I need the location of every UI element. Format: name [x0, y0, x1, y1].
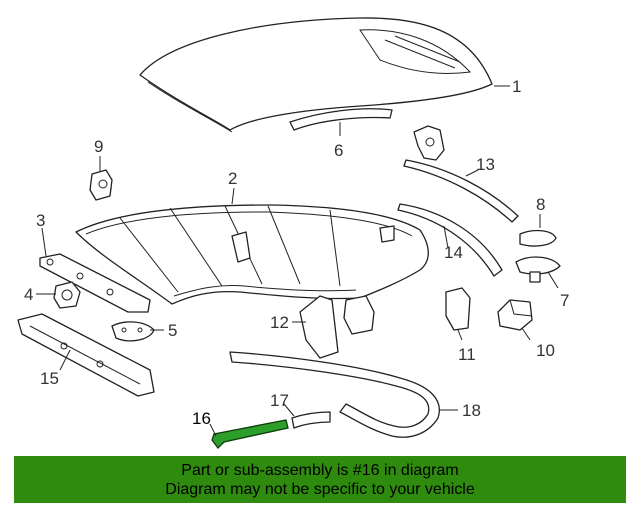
part-7-hinge-cover[interactable] [515, 256, 561, 283]
part-3-linkage[interactable] [39, 253, 151, 313]
part-1-roof-shell[interactable] [139, 17, 493, 133]
callout-18: 18 [462, 401, 481, 420]
banner-line-2: Diagram may not be specific to your vehi… [165, 481, 475, 498]
callout-15: 15 [40, 369, 59, 388]
part-4-bushing[interactable] [53, 281, 81, 309]
callout-17: 17 [270, 391, 289, 410]
callout-3: 3 [36, 211, 45, 230]
callout-5: 5 [168, 321, 177, 340]
part-6-trim-rail[interactable] [289, 108, 393, 131]
part-11-cover[interactable] [445, 287, 471, 331]
callout-10: 10 [536, 341, 555, 360]
banner-line-1: Part or sub-assembly is #16 in diagram [181, 462, 459, 479]
callout-8: 8 [536, 195, 545, 214]
callout-4: 4 [24, 285, 33, 304]
callout-6: 6 [334, 141, 343, 160]
part-10-block[interactable] [497, 299, 533, 331]
part-14-side-seal[interactable] [397, 203, 503, 277]
callout-12: 12 [270, 313, 289, 332]
leader-lines [36, 85, 559, 437]
part-1b-latch[interactable] [413, 125, 445, 161]
part-12-side-bracket[interactable] [299, 295, 339, 359]
part-18-rear-seal[interactable] [229, 351, 440, 438]
callout-11: 11 [458, 345, 476, 364]
part-9-clip[interactable] [89, 169, 113, 201]
callout-14: 14 [444, 243, 463, 262]
part-12b-mechanism[interactable] [343, 295, 375, 335]
part-16-highlighted[interactable] [211, 419, 289, 449]
part-13-weatherstrip[interactable] [403, 159, 519, 223]
part-5-pad[interactable] [111, 321, 155, 342]
part-15-base-plate[interactable] [17, 313, 155, 397]
callout-16: 16 [192, 409, 211, 428]
part-8-bracket[interactable] [519, 229, 557, 247]
callout-labels: 1 2 3 4 5 6 7 8 9 10 11 12 13 14 15 16 1… [24, 77, 569, 428]
callout-1: 1 [512, 77, 521, 96]
info-banner: Part or sub-assembly is #16 in diagram D… [14, 456, 626, 503]
callout-2: 2 [228, 169, 237, 188]
callout-9: 9 [94, 137, 103, 156]
part-17-short-seal[interactable] [291, 411, 331, 429]
part-2-frame[interactable] [75, 204, 429, 305]
callout-7: 7 [560, 291, 569, 310]
callout-13: 13 [476, 155, 495, 174]
